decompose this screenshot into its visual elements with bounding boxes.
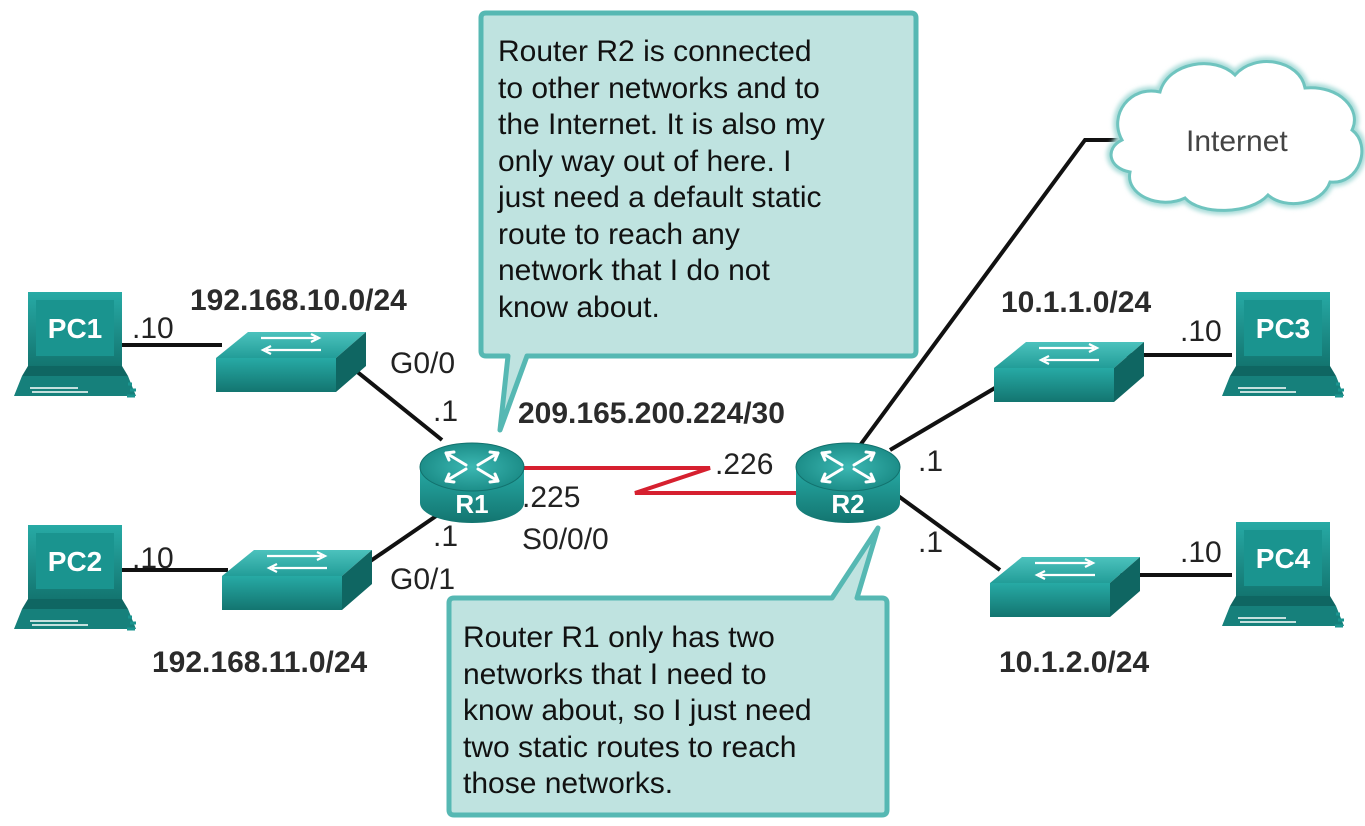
router-r2-label: R2 [831,489,864,519]
switch-net2-icon [990,557,1140,617]
switch-lan11-icon [222,550,372,610]
pc2-icon: PC2 [14,525,136,631]
switch-net1-icon [994,342,1144,402]
callout-r2-line: know about. [498,290,660,324]
internet-label: Internet [1186,125,1288,158]
r1-g01-label: G0/1 [390,563,456,596]
network-lan11-label: 192.168.11.0/24 [152,646,368,679]
serial-link-r1-r2 [518,466,800,495]
callout-r2-line: to other networks and to [498,71,820,105]
router-r2-icon: R2 [795,442,901,523]
callout-r2-text: Router R2 is connected to other networks… [498,34,825,326]
network-wan-label: 209.165.200.224/30 [518,397,785,430]
pc4-label: PC4 [1256,543,1311,574]
pc3-address: .10 [1180,315,1222,348]
internet-cloud-icon [1106,57,1365,215]
link-r2-internet [856,138,1122,450]
pc1-label: PC1 [48,313,102,344]
router-r1-icon: R1 [419,442,525,523]
r2-net1-address: .1 [918,445,944,478]
callout-r2-line: network that I do not [498,254,770,287]
r1-g00-address: .1 [433,395,459,428]
link-r2-switch3 [888,383,1002,452]
callout-r1-line: know about, so I just need [463,694,812,727]
r1-g00-label: G0/0 [390,347,456,380]
callout-r1-line: Router R1 only has two [463,621,775,654]
pc1-icon: PC1 [14,292,136,398]
r1-g01-address: .1 [433,520,459,553]
switch-lan10-icon [216,332,366,392]
callout-r2-bubble [478,10,919,433]
callout-r2-line: only way out of here. I [498,144,792,178]
r1-s000-address: .225 [522,481,581,514]
pc2-address: .10 [132,542,174,575]
pc1-address: .10 [132,312,174,345]
network-net1-label: 10.1.1.0/24 [1001,286,1152,319]
callout-r2-line: route to reach any [498,217,740,251]
callout-r1-line: those networks. [463,767,674,800]
callout-r2-line: Router R2 is connected [498,35,812,68]
r1-s000-label: S0/0/0 [522,523,609,556]
pc3-label: PC3 [1256,313,1310,344]
r2-net2-address: .1 [918,526,944,559]
pc3-icon: PC3 [1222,292,1344,398]
pc2-label: PC2 [48,546,102,577]
callout-r1-line: two static routes to reach [463,730,797,764]
network-net2-label: 10.1.2.0/24 [999,646,1150,679]
callout-r2-line: the Internet. It is also my [498,108,825,141]
r2-s000-address: .226 [715,448,774,481]
router-r1-label: R1 [455,489,488,519]
pc4-icon: PC4 [1222,522,1344,628]
callout-r1-text: Router R1 only has two networks that I n… [463,620,812,803]
pc4-address: .10 [1180,536,1222,569]
link-r2-switch4 [888,488,1002,572]
callout-r1-line: networks that I need to [463,657,767,691]
callout-r2-line: just need a default static [498,181,822,214]
network-lan10-label: 192.168.10.0/24 [190,284,407,317]
callout-r1-bubble [446,525,890,818]
